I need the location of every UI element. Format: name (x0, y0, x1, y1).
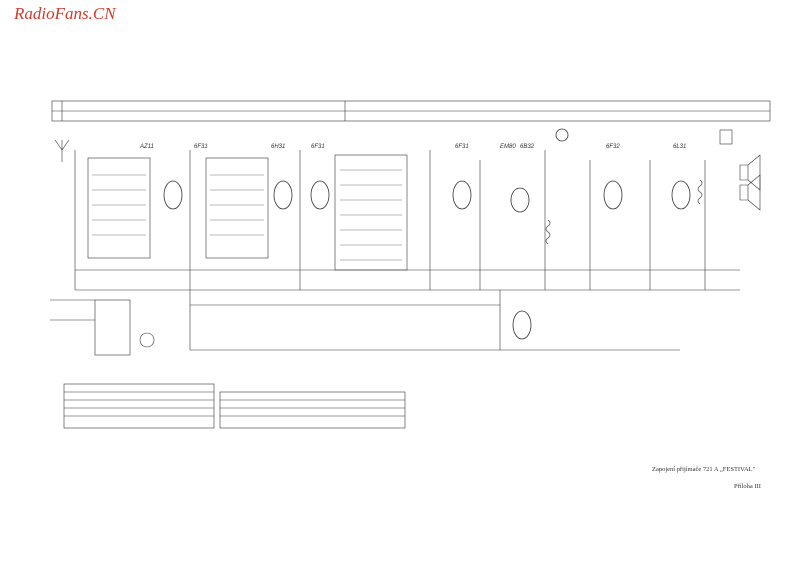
tube-symbol-4 (452, 180, 472, 210)
antenna-symbol (54, 139, 70, 162)
watermark: RadioFans.CN (14, 4, 116, 23)
section-frame-3 (334, 154, 408, 271)
tube-symbol-7 (671, 180, 691, 210)
tube-label-2: 6F31 (194, 144, 208, 150)
diagram-caption: Zapojení přijímače 721 A „FESTIVAL" (652, 466, 756, 473)
tube-label-7: 6B32 (520, 144, 535, 150)
tube-label-5: 6F31 (455, 144, 469, 150)
tube-label-8: 6F32 (606, 144, 620, 150)
section-frame-1 (87, 157, 151, 259)
tuning-eye-symbol (555, 128, 569, 142)
coil-2 (697, 179, 703, 205)
tube-symbol-5 (510, 187, 530, 213)
coil-1 (545, 219, 551, 245)
tube-label-4: 6F31 (311, 144, 325, 150)
tube-label-3: 6H31 (271, 144, 285, 150)
coil-table (63, 383, 215, 429)
pilot-lamp (139, 332, 155, 348)
power-transformer (94, 299, 131, 356)
tube-symbol-3 (310, 180, 330, 210)
speaker-symbol-1 (739, 154, 761, 191)
tube-symbol-2 (273, 180, 293, 210)
tube-symbol-1 (163, 180, 183, 210)
tube-label-1: AZ11 (139, 144, 154, 150)
speaker-symbol-3 (719, 129, 733, 145)
tube-label-6: EM80 (500, 144, 516, 150)
tube-label-9: 6L31 (673, 144, 686, 150)
tube-symbol-6 (603, 180, 623, 210)
switch-table (219, 391, 406, 429)
speaker-symbol-2 (739, 174, 761, 211)
tube-symbol-8 (512, 310, 532, 340)
appendix-label: Příloha III (734, 483, 761, 490)
section-frame-2 (205, 157, 269, 259)
